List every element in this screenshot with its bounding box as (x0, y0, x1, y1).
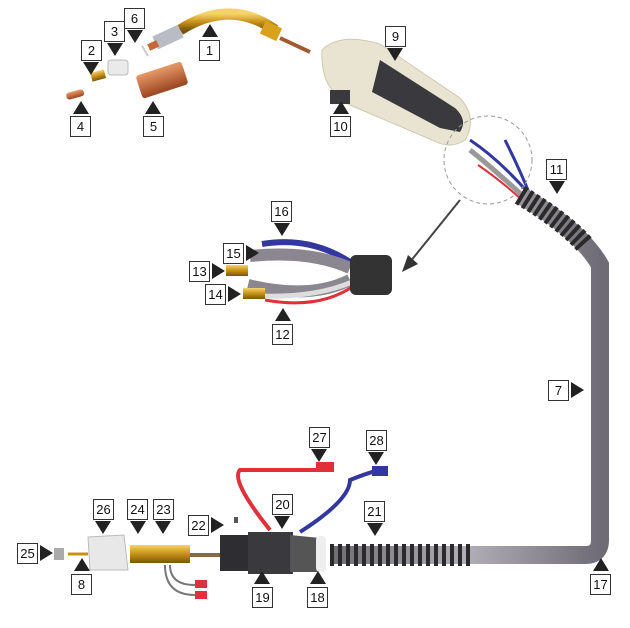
strain-relief-top (514, 186, 593, 252)
callout-9: 9 (385, 26, 406, 47)
callout-28: 28 (366, 430, 387, 451)
detail-circle (443, 115, 533, 205)
handle-wires (468, 138, 532, 201)
callout-19: 19 (252, 587, 273, 608)
callout-27: 27 (309, 427, 330, 448)
callout-11: 11 (546, 159, 567, 180)
callout-6: 6 (124, 8, 145, 29)
part-5-nozzle (136, 61, 188, 99)
callout-3: 3 (104, 21, 125, 42)
pointer-icon (274, 516, 290, 529)
callout-18: 18 (307, 587, 328, 608)
pointer-icon (74, 558, 90, 571)
detail-bundle (226, 239, 392, 305)
pointer-icon (571, 382, 584, 398)
pointer-icon (311, 449, 327, 462)
callout-1: 1 (199, 40, 220, 61)
callout-13: 13 (189, 261, 210, 282)
pointer-icon (228, 286, 241, 302)
callout-2: 2 (81, 40, 102, 61)
swan-neck (147, 8, 311, 54)
pointer-icon (107, 43, 123, 56)
pointer-icon (40, 545, 53, 561)
detail-arrow (409, 199, 461, 263)
rear-connector (220, 462, 388, 574)
pointer-icon (95, 521, 111, 534)
pointer-icon (593, 558, 609, 571)
pointer-icon (127, 30, 143, 43)
handle (321, 38, 471, 146)
pointer-icon (73, 101, 89, 114)
callout-16: 16 (271, 201, 292, 222)
pointer-icon (387, 48, 403, 61)
callout-8: 8 (71, 574, 92, 595)
pointer-icon (333, 101, 349, 114)
callout-20: 20 (272, 494, 293, 515)
callout-22: 22 (188, 515, 209, 536)
pointer-icon (130, 521, 146, 534)
pointer-icon (275, 308, 291, 321)
callout-21: 21 (364, 501, 385, 522)
callout-12: 12 (272, 324, 293, 345)
pointer-icon (310, 571, 326, 584)
callout-7: 7 (548, 380, 569, 401)
callout-10: 10 (330, 116, 351, 137)
callout-14: 14 (205, 284, 226, 305)
pointer-icon (212, 263, 225, 279)
pointer-icon (549, 181, 565, 194)
pointer-icon (202, 24, 218, 37)
pointer-icon (254, 571, 270, 584)
part-6 (141, 45, 149, 57)
pointer-icon (367, 523, 383, 536)
pointer-icon (145, 101, 161, 114)
part-3-diffuser (107, 59, 129, 76)
callout-5: 5 (143, 116, 164, 137)
callout-25: 25 (17, 543, 38, 564)
callout-15: 15 (223, 243, 244, 264)
part-4-tip (66, 89, 85, 100)
pointer-icon (211, 517, 224, 533)
rear-parts (54, 534, 220, 599)
callout-26: 26 (93, 499, 114, 520)
pointer-icon (246, 245, 259, 261)
callout-17: 17 (590, 574, 611, 595)
pointer-icon (83, 62, 99, 75)
callout-4: 4 (70, 116, 91, 137)
pointer-icon (155, 521, 171, 534)
callout-24: 24 (127, 499, 148, 520)
callout-23: 23 (153, 499, 174, 520)
pointer-icon (274, 223, 290, 236)
pointer-icon (368, 452, 384, 465)
